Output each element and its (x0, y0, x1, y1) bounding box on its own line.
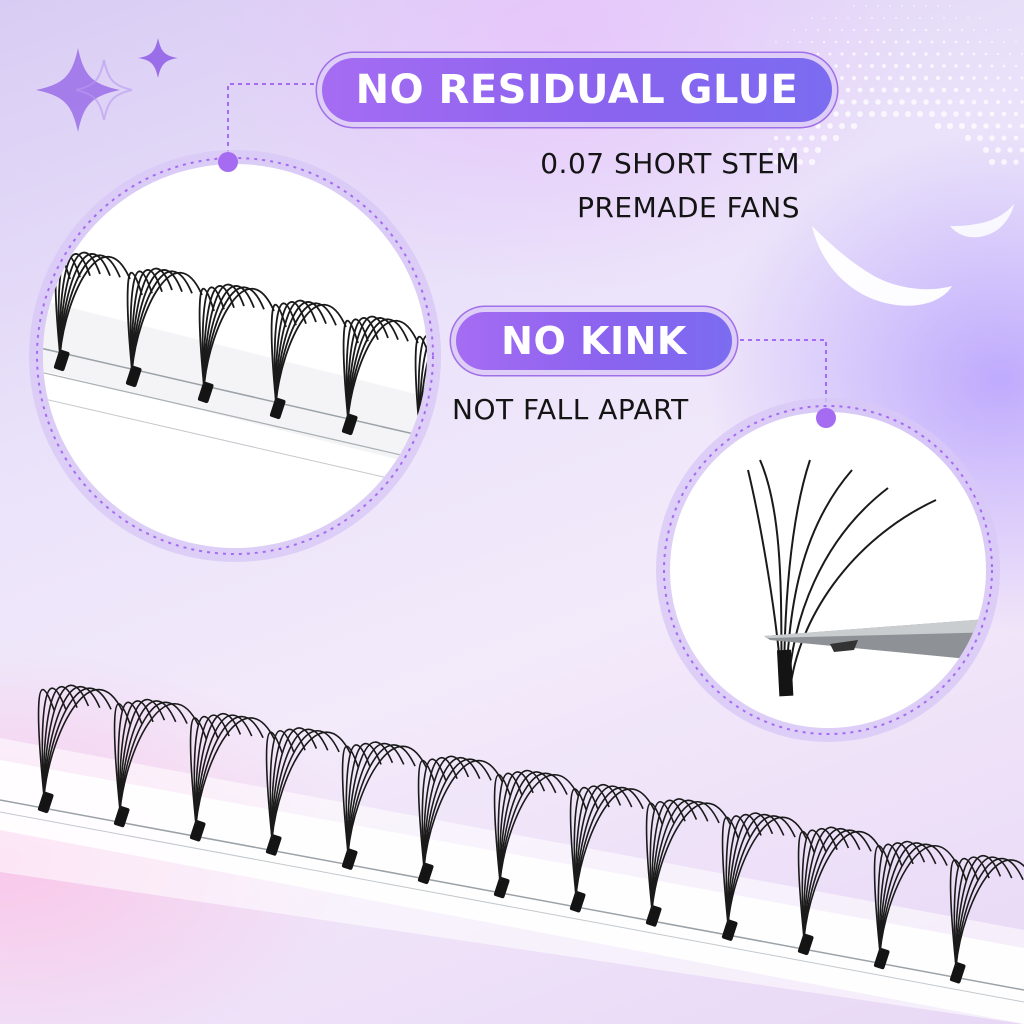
badge-label: NO RESIDUAL GLUE (355, 67, 799, 113)
caption-line: 0.07 SHORT STEM (540, 147, 800, 180)
no-residual-glue-badge: NO RESIDUAL GLUE (322, 58, 832, 122)
not-fall-apart-caption: NOT FALL APART (452, 393, 689, 426)
sparkle-icon (36, 38, 178, 132)
short-stem-caption: 0.07 SHORT STEM PREMADE FANS (540, 142, 800, 230)
marker-dot (816, 408, 836, 428)
marker-dot (218, 152, 238, 172)
caption-line: PREMADE FANS (577, 191, 800, 224)
lash-fans (37, 684, 1024, 984)
tweezer-icon (764, 618, 986, 662)
badge-label: NO KINK (501, 319, 687, 363)
feather-icon (812, 204, 1014, 306)
no-kink-badge: NO KINK (456, 312, 732, 370)
